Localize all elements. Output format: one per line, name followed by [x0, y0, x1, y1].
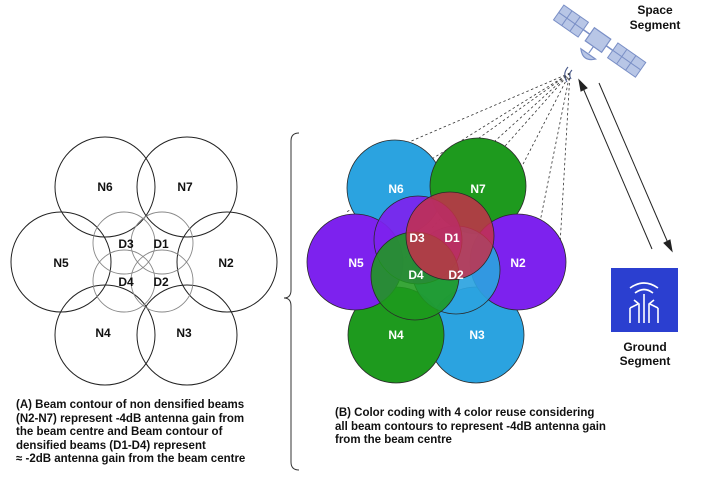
label-b-n5: N5: [348, 256, 364, 270]
beam-circle-n6: [54, 136, 156, 238]
beam-circle-d1: [130, 211, 194, 275]
ground-segment-label-line1: Ground: [623, 340, 666, 354]
caption-a: (A) Beam contour of non densified beams …: [16, 399, 245, 467]
caption-a-line: ≈ -2dB antenna gain from the beam centre: [16, 453, 246, 466]
label-a-d2: D2: [153, 275, 169, 289]
label-a-n3: N3: [176, 326, 192, 340]
diagram-a-labels: N6 N7 N5 N2 N4 N3 D3 D1 D4 D2: [53, 180, 234, 340]
ground-segment-label-line2: Segment: [620, 354, 671, 368]
caption-b-line: from the beam centre: [335, 434, 452, 447]
beam-circle-n4: [54, 284, 156, 386]
satellite-icon: [552, 4, 647, 83]
label-a-n6: N6: [97, 180, 113, 194]
link-arrows: [578, 78, 673, 253]
caption-b-line: all beam contours to represent -4dB ante…: [335, 420, 606, 433]
label-a-d4: D4: [118, 275, 134, 289]
label-b-n7: N7: [470, 182, 486, 196]
space-segment-label-line1: Space: [637, 3, 673, 17]
beam-circle-d4: [92, 249, 156, 313]
label-b-n2: N2: [510, 256, 526, 270]
space-segment-label-line2: Segment: [630, 18, 681, 32]
caption-a-line: the beam centre and Beam contour of: [16, 426, 223, 439]
ground-station-icon: [611, 268, 678, 332]
label-a-n7: N7: [177, 180, 193, 194]
curly-brace: [283, 132, 300, 471]
label-a-d3: D3: [118, 237, 134, 251]
beam-circle-n2: [176, 211, 278, 313]
caption-b: (B) Color coding with 4 color reuse cons…: [335, 407, 606, 448]
label-b-n6: N6: [388, 182, 404, 196]
caption-a-line: (A) Beam contour of non densified beams: [16, 399, 245, 411]
label-a-d1: D1: [153, 237, 169, 251]
beam-circle-d2: [130, 249, 194, 313]
caption-b-line: (B) Color coding with 4 color reuse cons…: [335, 407, 595, 419]
diagram-b: [306, 137, 567, 384]
caption-a-line: densified beams (D1-D4) represent: [16, 439, 206, 452]
beam-disc-d1: [405, 191, 495, 281]
label-a-n2: N2: [218, 256, 234, 270]
diagram-b-labels: N6 N7 N5 N2 N4 N3 D3 D1 D4 D2: [348, 182, 526, 342]
beam-circle-n7: [136, 136, 238, 238]
beam-circle-d3: [92, 211, 156, 275]
label-b-d3: D3: [409, 231, 425, 245]
caption-a-line: (N2-N7) represent -4dB antenna gain from: [16, 412, 245, 425]
label-b-n3: N3: [469, 328, 485, 342]
label-b-d4: D4: [408, 268, 424, 282]
label-b-n4: N4: [388, 328, 404, 342]
beam-circle-n3: [136, 284, 238, 386]
label-b-d2: D2: [448, 268, 464, 282]
diagram-a: [10, 136, 278, 386]
label-a-n4: N4: [95, 326, 111, 340]
label-a-n5: N5: [53, 256, 69, 270]
label-b-d1: D1: [444, 231, 460, 245]
